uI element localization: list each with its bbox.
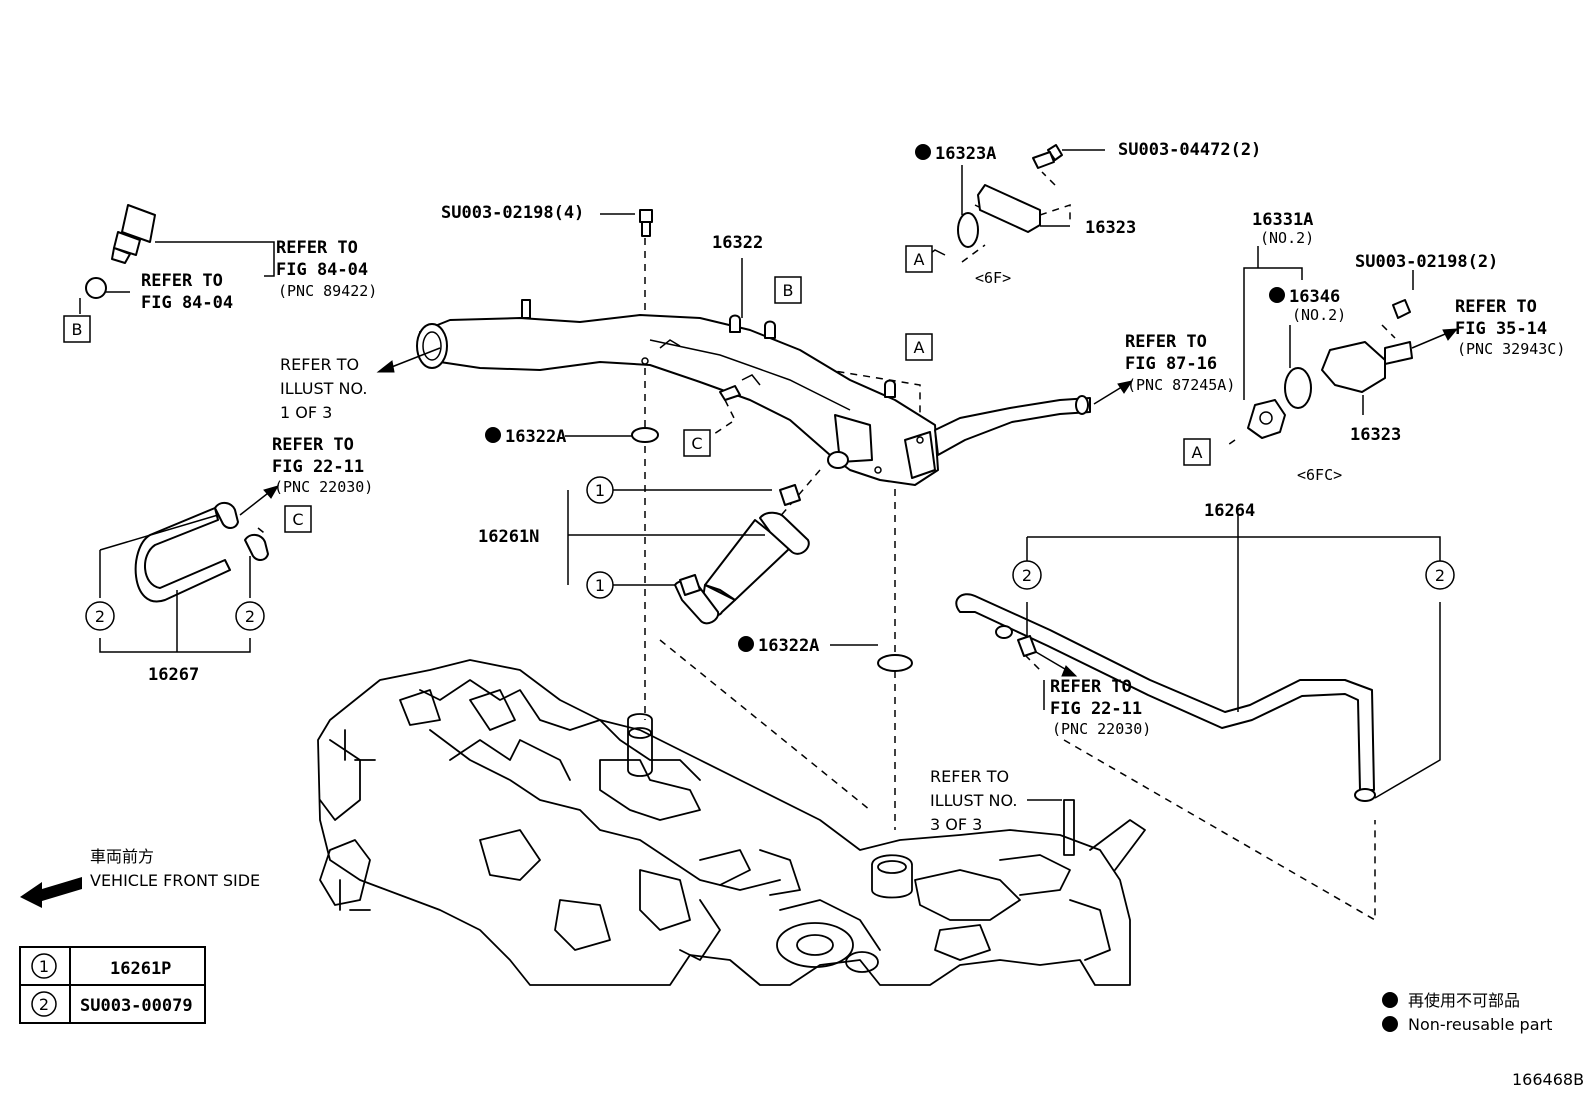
box-c-mid [683, 429, 711, 457]
dashed-leaders [257, 171, 1396, 922]
reference-arrows [239, 328, 1459, 710]
box-a-top [905, 245, 933, 273]
hose-16267 [134, 502, 269, 603]
ref3-line2: ILLUST NO. [280, 379, 367, 398]
callout-2-left-a: 2 [95, 607, 105, 626]
parts-top-right [631, 144, 1413, 672]
ref1-line2: FIG 84-04 [276, 260, 368, 280]
letter-boxes: B B A A A C C [63, 245, 1211, 533]
label-su003-02198-4: SU003-02198(4) [441, 203, 584, 223]
label-16261N: 16261N [478, 527, 539, 547]
legend-key-2: 2 [39, 995, 49, 1014]
part-labels: 16323A SU003-04472(2) 16323 <6F> SU003-0… [148, 140, 1498, 685]
box-c-left-label: C [292, 510, 303, 529]
label-su003-02198-2: SU003-02198(2) [1355, 252, 1498, 272]
engine-illustration [317, 659, 1146, 986]
hose-16261N [674, 484, 810, 625]
hose-16264 [955, 593, 1376, 802]
legend-key-1: 1 [39, 957, 49, 976]
nonreusable-dot [738, 636, 754, 652]
ref6-line3: (PNC 32943C) [1457, 340, 1565, 358]
ref8-line3: 3 OF 3 [930, 815, 982, 834]
label-16323-right: 16323 [1350, 425, 1401, 445]
box-c-mid-label: C [691, 434, 702, 453]
label-6f: <6F> [975, 269, 1011, 287]
label-16322A-lower: 16322A [758, 636, 819, 656]
label-16323A: 16323A [935, 144, 996, 164]
callout-1-bottom: 1 [595, 576, 605, 595]
ref6-line1: REFER TO [1455, 297, 1537, 317]
callout-1-top: 1 [595, 481, 605, 500]
label-16322: 16322 [712, 233, 763, 253]
nonreusable-dot [915, 144, 931, 160]
box-a-right-label: A [1192, 443, 1203, 462]
figure-id: 166468B [1512, 1070, 1584, 1089]
ref8-line2: ILLUST NO. [930, 791, 1017, 810]
box-a-top-label: A [914, 250, 925, 269]
nonreusable-dot [485, 427, 501, 443]
ref3-line3: 1 OF 3 [280, 403, 332, 422]
box-a-mid-label: A [914, 338, 925, 357]
label-no2-a: (NO.2) [1260, 229, 1314, 247]
ref5-line1: REFER TO [1125, 332, 1207, 352]
label-no2-b: (NO.2) [1292, 306, 1346, 324]
nonreusable-en: Non-reusable part [1408, 1015, 1552, 1034]
box-b-left [63, 315, 91, 343]
legend-value-2: SU003-00079 [80, 996, 193, 1016]
ref7-line2: FIG 22-11 [1050, 699, 1142, 719]
label-16323-top: 16323 [1085, 218, 1136, 238]
nonreusable-jp: 再使用不可部品 [1408, 991, 1520, 1010]
ref7-line3: (PNC 22030) [1052, 720, 1151, 738]
label-6fc: <6FC> [1297, 466, 1342, 484]
box-c-left [284, 505, 312, 533]
vehicle-front-en: VEHICLE FRONT SIDE [90, 871, 260, 890]
refer-labels: REFER TO FIG 84-04 (PNC 89422) REFER TO … [141, 238, 1565, 834]
water-pipe-16322 [416, 299, 1091, 486]
callout-circles: 1 1 2 2 2 2 [85, 476, 1455, 631]
sensor-top-left [85, 204, 156, 299]
label-16267: 16267 [148, 665, 199, 685]
label-16264: 16264 [1204, 501, 1255, 521]
callout-2-right-b: 2 [1435, 566, 1445, 585]
ref4-line1: REFER TO [272, 435, 354, 455]
callout-2-right-a: 2 [1022, 566, 1032, 585]
ref8-line1: REFER TO [930, 767, 1009, 786]
nonreusable-dot [1269, 287, 1285, 303]
ref3-line1: REFER TO [280, 355, 359, 374]
ref5-line3: (PNC 87245A) [1127, 376, 1235, 394]
box-a-right [1183, 438, 1211, 466]
legend-table: 1 16261P 2 SU003-00079 [19, 946, 206, 1024]
box-b-left-label: B [72, 320, 83, 339]
solid-leaders [79, 149, 1441, 801]
legend-value-1: 16261P [110, 959, 171, 979]
callout-2-left-b: 2 [245, 607, 255, 626]
ref1-line1: REFER TO [276, 238, 358, 258]
vehicle-front-arrow [20, 877, 82, 908]
label-16322A-upper: 16322A [505, 427, 566, 447]
label-16346: 16346 [1289, 287, 1340, 307]
ref6-line2: FIG 35-14 [1455, 319, 1547, 339]
box-a-mid [905, 333, 933, 361]
box-b-top [774, 276, 802, 304]
ref2-line2: FIG 84-04 [141, 293, 233, 313]
ref7-line1: REFER TO [1050, 677, 1132, 697]
ref2-line1: REFER TO [141, 271, 223, 291]
box-b-top-label: B [783, 281, 794, 300]
vehicle-front-jp: 車両前方 [90, 847, 154, 866]
ref5-line2: FIG 87-16 [1125, 354, 1217, 374]
ref4-line3: (PNC 22030) [274, 478, 373, 496]
label-16331A: 16331A [1252, 210, 1313, 230]
ref4-line2: FIG 22-11 [272, 457, 364, 477]
label-su003-04472: SU003-04472(2) [1118, 140, 1261, 160]
ref1-line3: (PNC 89422) [278, 282, 377, 300]
nonreusable-legend: 再使用不可部品 Non-reusable part [1382, 991, 1552, 1034]
